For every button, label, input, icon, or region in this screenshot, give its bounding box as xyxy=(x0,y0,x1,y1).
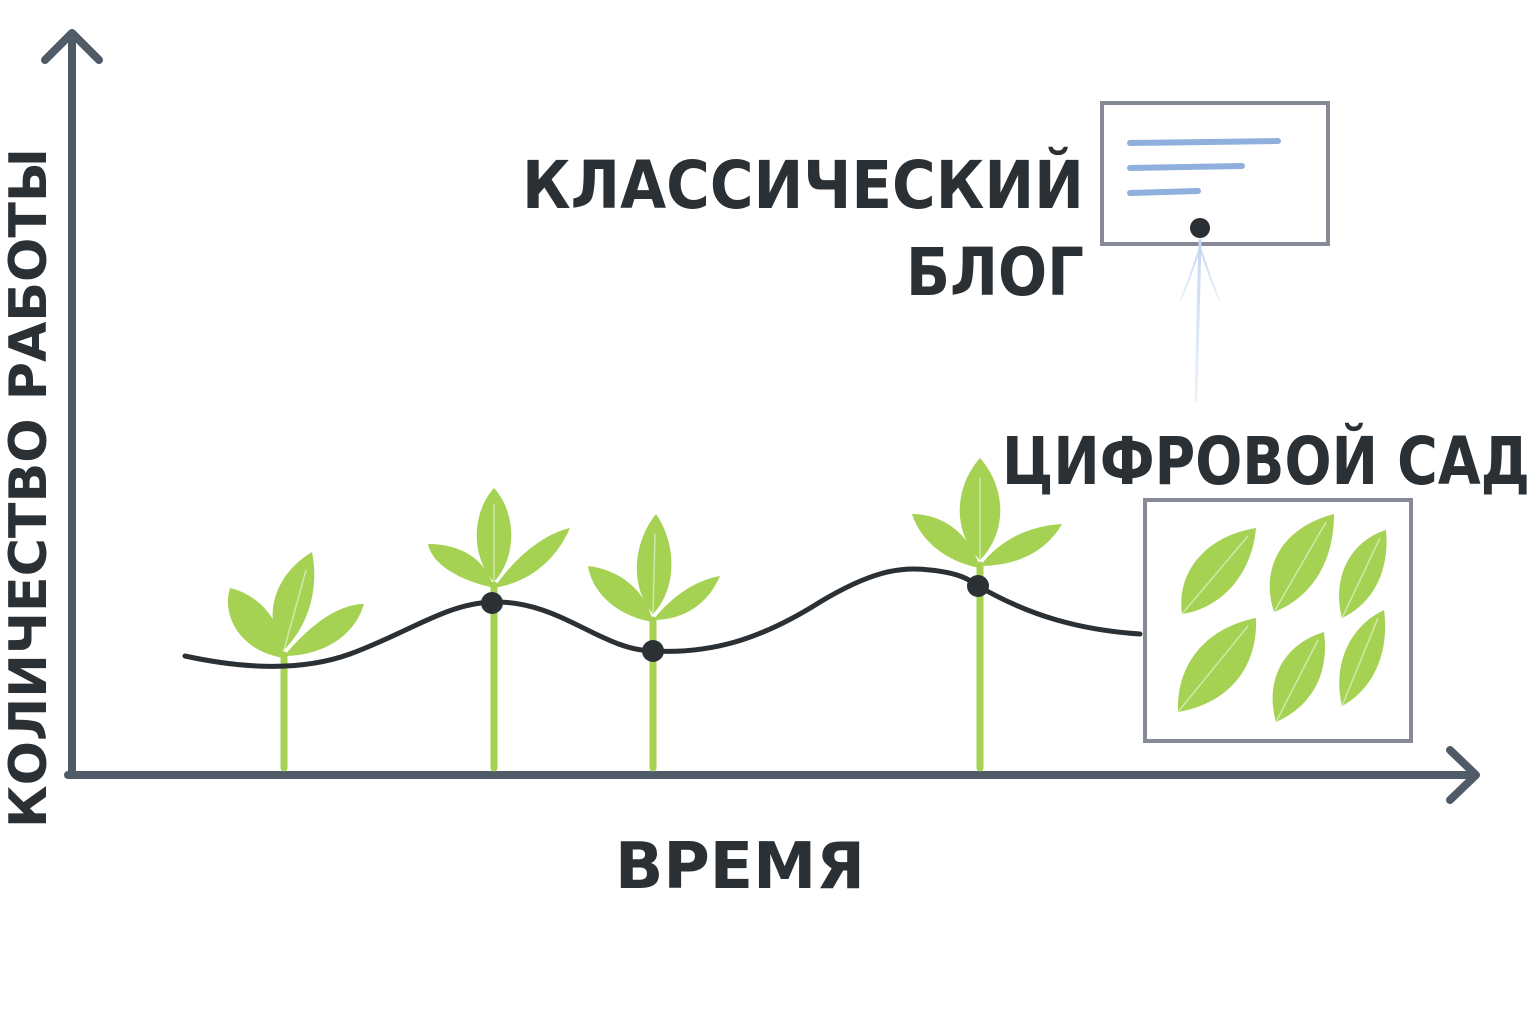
blog-card-line xyxy=(1127,163,1245,171)
y-axis-label: КОЛИЧЕСТВО РАБОТЫ xyxy=(0,148,59,828)
curve-node xyxy=(967,575,989,597)
x-axis-arrow xyxy=(1446,746,1480,804)
x-axis-label: ВРЕМЯ xyxy=(615,830,865,904)
sprout-icon xyxy=(428,488,570,588)
digital-garden-title: ЦИФРОВОЙ САД xyxy=(1002,422,1530,500)
classic-blog-title-line1: КЛАССИЧЕСКИЙ xyxy=(522,146,1084,224)
blog-card-line xyxy=(1127,188,1201,196)
blog-connector xyxy=(1179,238,1221,402)
blog-card-icon xyxy=(1100,101,1330,246)
blog-card-line xyxy=(1127,138,1281,146)
curve-node xyxy=(481,592,503,614)
digital-garden-box xyxy=(1143,498,1413,743)
curve-nodes xyxy=(481,575,989,662)
curve-node xyxy=(642,640,664,662)
axes xyxy=(41,29,1480,804)
y-axis-arrow xyxy=(41,29,103,64)
sprouts xyxy=(227,458,1062,658)
blog-card-dot xyxy=(1190,218,1210,238)
classic-blog-title-line2: БЛОГ xyxy=(906,234,1084,311)
leaf-veins xyxy=(283,478,981,651)
blog-card xyxy=(1100,101,1330,246)
